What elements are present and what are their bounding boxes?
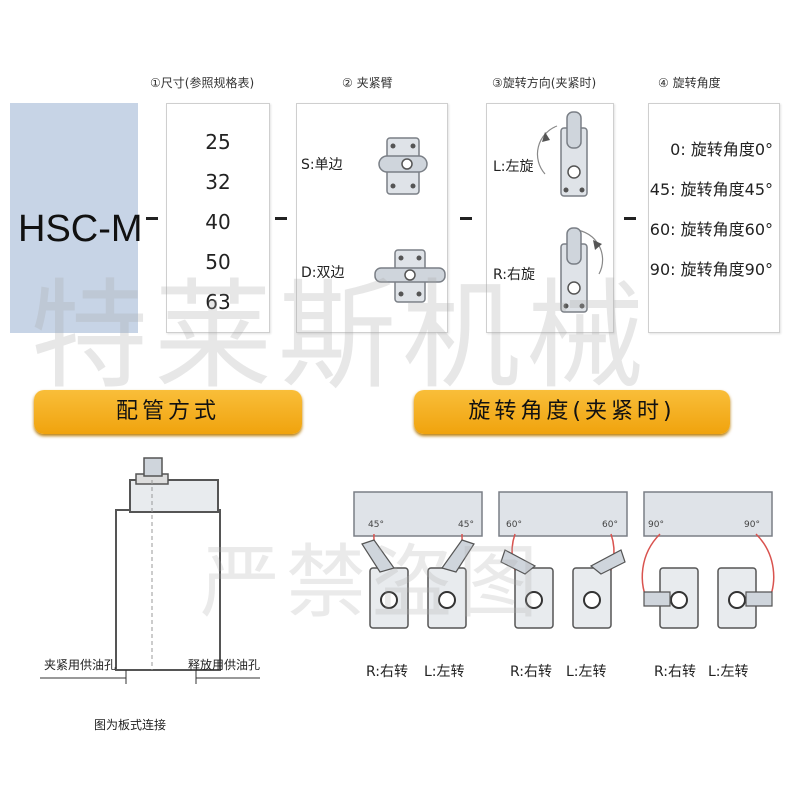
release-port-label: 释放用供油孔: [188, 658, 261, 672]
angle-option: 90: 旋转角度90°: [649, 260, 773, 279]
single-arm-icon: [378, 137, 428, 195]
separator-dash: [275, 217, 287, 220]
turn-right-label: R:右转: [510, 664, 553, 680]
turn-left-label: L:左转: [566, 664, 607, 680]
banner-piping: 配管方式: [34, 390, 302, 434]
right-rotation-icon: [560, 227, 604, 313]
turn-right-label: R:右转: [654, 664, 697, 680]
size-option: 25: [205, 130, 231, 154]
left-rotation-icon: [536, 111, 588, 197]
separator-dash: [624, 217, 636, 220]
banner-rotation: 旋转角度(夹紧时): [414, 390, 730, 434]
angle-option: 45: 旋转角度45°: [649, 180, 773, 199]
rotation-diagrams: [353, 491, 775, 629]
direction-box: L:左旋 R:右旋: [486, 103, 614, 333]
direction-icons: [536, 111, 604, 313]
angle-mark-60-left: 60°: [602, 520, 618, 530]
angle-mark-90-right: 90°: [648, 520, 664, 530]
direction-left-label: L:左旋: [493, 159, 534, 175]
clamp-port-label: 夹紧用供油孔: [44, 658, 117, 672]
clamp-arm-box: S:单边 D:双边: [296, 103, 448, 333]
model-box: [10, 103, 138, 333]
arm-single-label: S:单边: [301, 157, 343, 173]
size-box: 25 32 40 50 63: [166, 103, 270, 333]
turn-left-label: L:左转: [708, 664, 749, 680]
model-label: HSC-M: [18, 208, 143, 250]
piping-caption: 图为板式连接: [94, 718, 167, 732]
angle-option: 0: 旋转角度0°: [670, 140, 773, 159]
double-arm-icon: [374, 249, 446, 303]
size-option: 63: [205, 290, 231, 314]
header-size: ①尺寸(参照规格表): [150, 76, 255, 90]
rotation-group-45: [353, 491, 483, 629]
header-clamp-arm: ② 夹紧臂: [342, 76, 393, 90]
clamp-arm-icons: [374, 137, 446, 303]
size-option: 32: [205, 170, 231, 194]
piping-diagram: [40, 457, 260, 684]
separator-dash: [460, 217, 472, 220]
angle-box: 0: 旋转角度0° 45: 旋转角度45° 60: 旋转角度60° 90: 旋转…: [648, 103, 780, 333]
arm-double-label: D:双边: [301, 265, 345, 281]
separator-dash: [146, 217, 158, 220]
rotation-group-90: [641, 491, 775, 629]
angle-mark-90-left: 90°: [744, 520, 760, 530]
direction-right-label: R:右旋: [493, 267, 536, 283]
header-direction: ③旋转方向(夹紧时): [492, 76, 597, 90]
size-option: 50: [205, 250, 231, 274]
angle-option: 60: 旋转角度60°: [649, 220, 773, 239]
header-angle: ④ 旋转角度: [658, 76, 721, 90]
angle-mark-45-right: 45°: [368, 520, 384, 530]
turn-right-label: R:右转: [366, 664, 409, 680]
angle-mark-60-right: 60°: [506, 520, 522, 530]
watermark-no-copy: 严禁盗图: [200, 536, 544, 629]
rotation-group-60: [498, 491, 628, 629]
watermark-company: 特莱斯机械: [30, 267, 651, 405]
turn-left-label: L:左转: [424, 664, 465, 680]
size-option: 40: [205, 210, 231, 234]
angle-mark-45-left: 45°: [458, 520, 474, 530]
